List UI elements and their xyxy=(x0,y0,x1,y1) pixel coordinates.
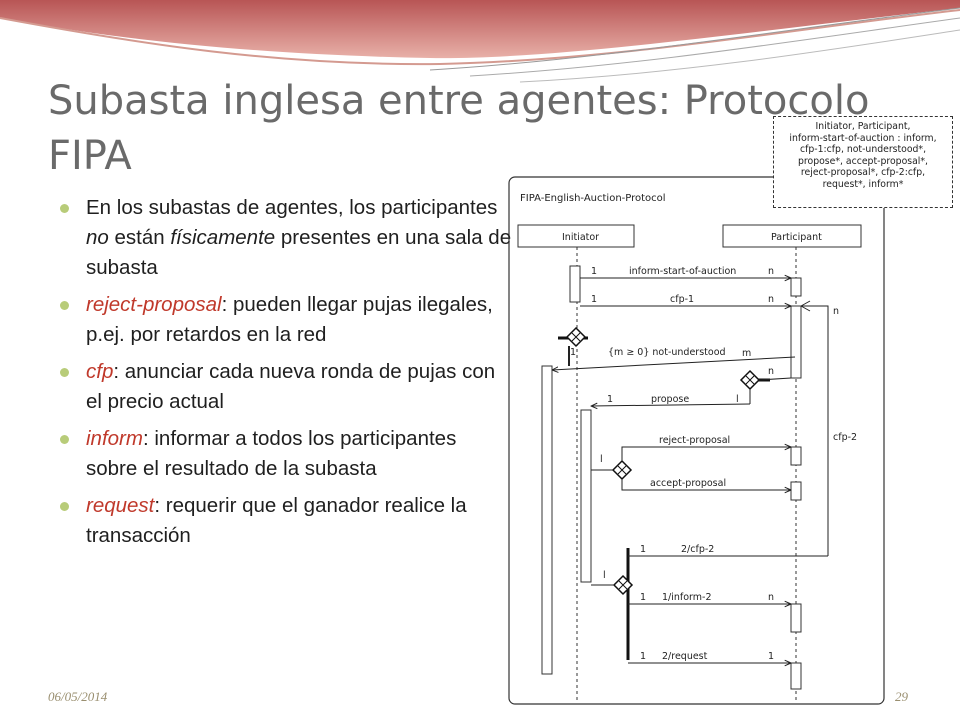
bullet-keyword: inform xyxy=(86,427,143,450)
bullet-item: reject-proposal: pueden llegar pujas ile… xyxy=(60,290,512,350)
bullet-item: cfp: anunciar cada nueva ronda de pujas … xyxy=(60,357,512,417)
bullet-text: : anunciar cada nueva ronda de pujas con… xyxy=(86,360,496,413)
multiplicity: l xyxy=(736,394,739,405)
bullet-item: En los subastas de agentes, los particip… xyxy=(60,193,512,283)
activation-bar xyxy=(790,603,802,633)
bullet-dot-icon xyxy=(60,502,69,511)
activation-bar xyxy=(790,662,802,690)
title-line-1: Subasta inglesa entre agentes: Protocolo xyxy=(48,78,870,124)
branch-line xyxy=(758,377,792,381)
participant-box xyxy=(722,224,862,248)
activation-bar xyxy=(790,305,802,379)
decision-cross xyxy=(618,580,628,590)
activation-bar xyxy=(790,277,802,297)
title-line-2: FIPA xyxy=(48,133,132,179)
loop-line xyxy=(800,305,811,312)
multiplicity: 1 xyxy=(640,651,646,662)
activation-bar xyxy=(569,265,581,303)
legend-line: request*, inform* xyxy=(822,178,904,190)
activation-bar xyxy=(541,365,553,675)
multiplicity: 1 xyxy=(640,592,646,603)
bullet-text: presentes en una sala de subasta xyxy=(86,226,512,279)
branch-line xyxy=(621,479,791,490)
message-label: accept-proposal xyxy=(650,478,726,489)
bullet-item: inform: informar a todos los participant… xyxy=(60,424,512,484)
multiplicity: 1 xyxy=(607,394,613,405)
protocol-legend: Initiator, Participant, inform-start-of-… xyxy=(773,116,953,208)
decision-cross xyxy=(745,375,755,385)
multiplicity: n xyxy=(768,294,774,305)
multiplicity: 1 xyxy=(591,266,597,277)
multiplicity: n xyxy=(768,592,774,603)
bullet-keyword: reject-proposal xyxy=(86,293,222,316)
bullet-dot-icon xyxy=(60,301,69,310)
legend-line: Initiator, Participant, xyxy=(815,121,911,132)
multiplicity: 1 xyxy=(768,651,774,662)
initiator-box xyxy=(517,224,635,248)
decision-cross xyxy=(571,332,581,342)
page-number: 29 xyxy=(895,689,908,704)
initiator-label: Initiator xyxy=(562,232,599,243)
multiplicity: l xyxy=(600,454,603,465)
protocol-frame xyxy=(508,176,885,705)
bullet-dot-icon xyxy=(60,204,69,213)
message-label: 2/request xyxy=(662,651,708,662)
footer-date: 06/05/2014 xyxy=(48,689,108,704)
bullet-emphasis: físicamente xyxy=(170,226,276,249)
protocol-name: FIPA-English-Auction-Protocol xyxy=(520,193,666,204)
message-label: reject-proposal xyxy=(659,435,730,446)
multiplicity: n xyxy=(768,366,774,377)
branch-line xyxy=(621,447,791,461)
message-label: cfp-1 xyxy=(670,294,694,305)
legend-line: inform-start-of-auction : inform, xyxy=(789,132,937,144)
loop-label: cfp-2 xyxy=(833,432,857,443)
multiplicity: 1 xyxy=(591,294,597,305)
message-label: 1/inform-2 xyxy=(662,592,712,603)
bullet-dot-icon xyxy=(60,435,69,444)
multiplicity: 1 xyxy=(570,347,576,358)
activation-bar xyxy=(580,409,592,583)
header-decoration xyxy=(0,0,960,83)
bullet-text: : informar a todos los participantes sob… xyxy=(86,427,457,480)
activation-bar xyxy=(790,481,802,501)
message-label: propose xyxy=(651,394,689,405)
message-arrow xyxy=(552,356,796,370)
loop-line xyxy=(801,305,829,556)
bullet-text: están xyxy=(108,226,171,249)
bullet-text: En los subastas de agentes, los particip… xyxy=(86,196,498,219)
participant-label: Participant xyxy=(771,232,822,243)
bullet-emphasis: no xyxy=(86,226,109,249)
activation-bar xyxy=(790,446,802,466)
bullet-keyword: cfp xyxy=(86,360,114,383)
legend-line: propose*, accept-proposal*, xyxy=(798,155,928,167)
loop-line xyxy=(800,300,811,307)
bullet-text: : pueden llegar pujas ilegales, p.ej. po… xyxy=(86,293,493,346)
message-arrow xyxy=(591,404,751,406)
bullet-item: request: requerir que el ganador realice… xyxy=(60,491,512,551)
message-label: 2/cfp-2 xyxy=(681,544,714,555)
sequence-diagram: FIPA-English-Auction-Protocol Initiator … xyxy=(508,176,885,705)
multiplicity: n xyxy=(768,266,774,277)
message-label: {m ≥ 0} not-understood xyxy=(608,347,726,358)
legend-line: cfp-1:cfp, not-understood*, xyxy=(799,144,927,156)
multiplicity: n xyxy=(833,306,839,317)
bullet-list: En los subastas de agentes, los particip… xyxy=(60,193,512,558)
legend-line: reject-proposal*, cfp-2:cfp, xyxy=(800,167,926,179)
bullet-dot-icon xyxy=(60,368,69,377)
message-label: inform-start-of-auction xyxy=(629,266,736,277)
multiplicity: m xyxy=(742,348,751,359)
multiplicity: 1 xyxy=(640,544,646,555)
bullet-keyword: request xyxy=(86,494,155,517)
bullet-text: : requerir que el ganador realice la tra… xyxy=(86,494,467,547)
decision-cross xyxy=(617,465,627,475)
slide-title: Subasta inglesa entre agentes: Protocolo… xyxy=(48,74,928,184)
multiplicity: l xyxy=(603,570,606,581)
